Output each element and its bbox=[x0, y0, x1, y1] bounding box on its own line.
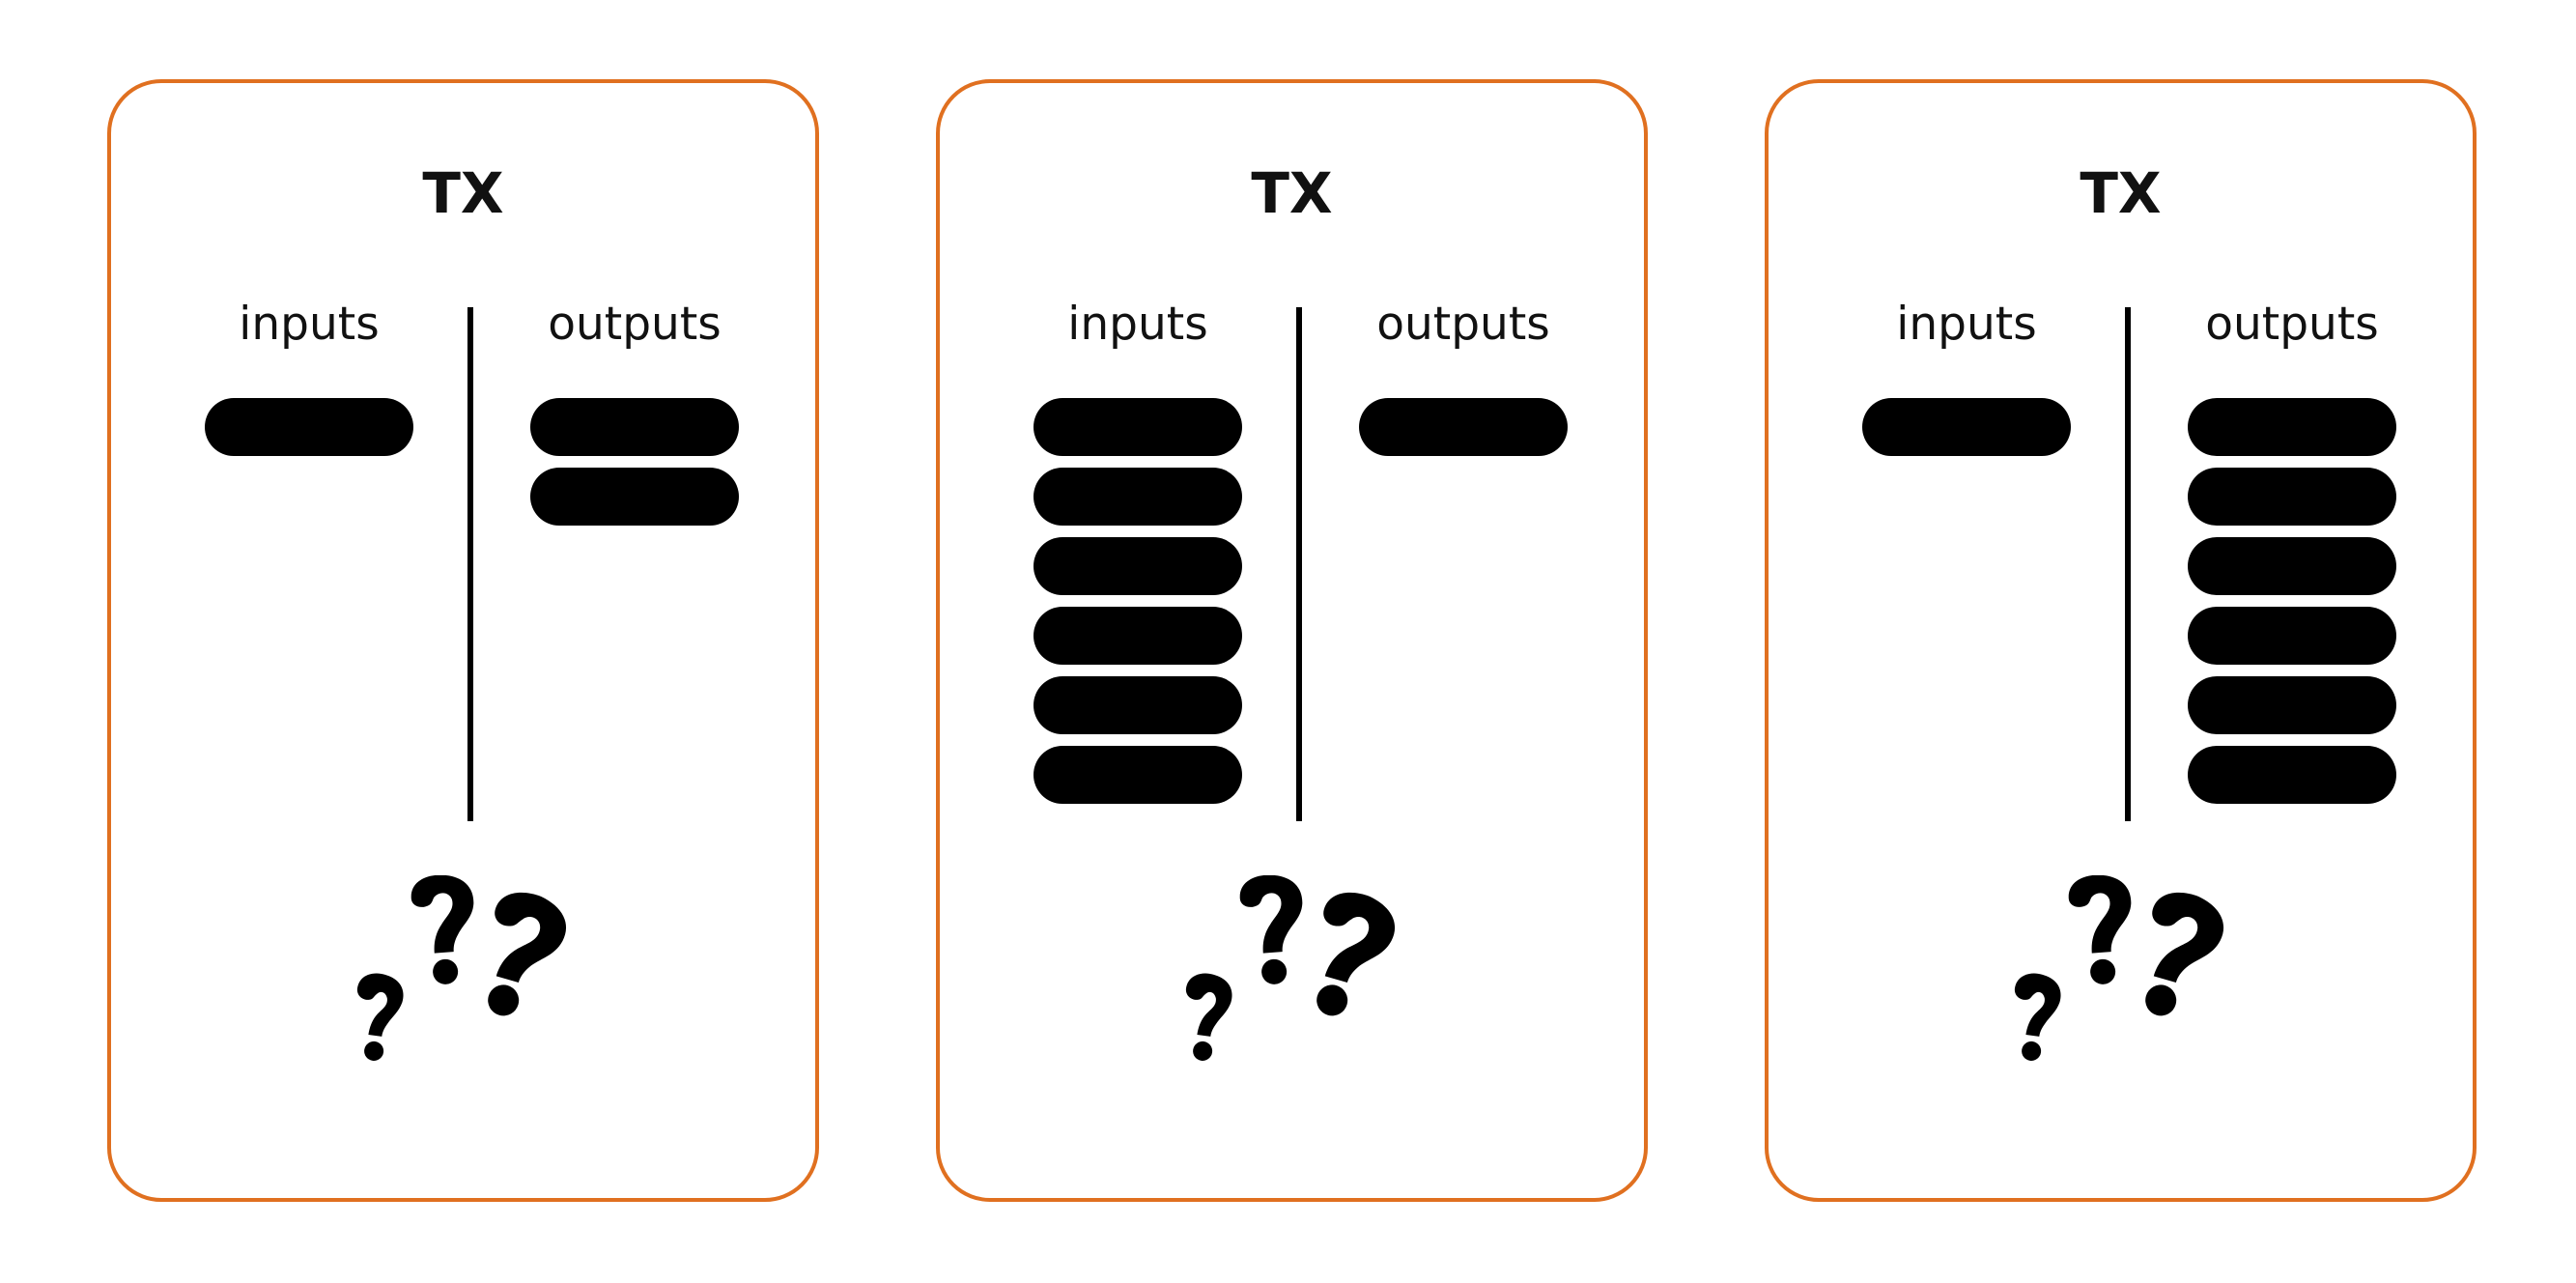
outputs-label: outputs bbox=[1376, 298, 1550, 351]
output-pill bbox=[2188, 468, 2396, 526]
inputs-label: inputs bbox=[239, 298, 380, 351]
output-pill bbox=[2188, 746, 2396, 804]
input-pill bbox=[1033, 676, 1242, 734]
output-pill bbox=[2188, 537, 2396, 595]
input-pill bbox=[1033, 398, 1242, 456]
output-pills bbox=[530, 398, 739, 537]
input-pill bbox=[1862, 398, 2071, 456]
input-pills bbox=[1862, 398, 2071, 468]
output-pill bbox=[2188, 607, 2396, 665]
transaction-card-3: TX inputs outputs bbox=[1765, 79, 2477, 1202]
input-pills bbox=[205, 398, 413, 468]
output-pills bbox=[2188, 398, 2396, 815]
column-divider bbox=[467, 307, 473, 821]
card-title: TX bbox=[1251, 160, 1333, 226]
question-marks-icon bbox=[1176, 874, 1408, 1088]
output-pills bbox=[1359, 398, 1568, 468]
card-title: TX bbox=[422, 160, 504, 226]
input-pill bbox=[1033, 607, 1242, 665]
outputs-label: outputs bbox=[548, 298, 722, 351]
input-pill bbox=[1033, 746, 1242, 804]
inputs-label: inputs bbox=[1067, 298, 1208, 351]
inputs-label: inputs bbox=[1896, 298, 2037, 351]
question-marks-icon bbox=[2005, 874, 2237, 1088]
card-title: TX bbox=[2080, 160, 2162, 226]
output-pill bbox=[1359, 398, 1568, 456]
input-pill bbox=[205, 398, 413, 456]
column-divider bbox=[2125, 307, 2131, 821]
question-marks-icon bbox=[348, 874, 580, 1088]
input-pill bbox=[1033, 537, 1242, 595]
outputs-label: outputs bbox=[2205, 298, 2379, 351]
output-pill bbox=[2188, 398, 2396, 456]
input-pill bbox=[1033, 468, 1242, 526]
output-pill bbox=[530, 398, 739, 456]
column-divider bbox=[1296, 307, 1302, 821]
transaction-card-2: TX inputs outputs bbox=[936, 79, 1648, 1202]
output-pill bbox=[530, 468, 739, 526]
input-pills bbox=[1033, 398, 1242, 815]
transaction-card-1: TX inputs outputs bbox=[107, 79, 819, 1202]
output-pill bbox=[2188, 676, 2396, 734]
